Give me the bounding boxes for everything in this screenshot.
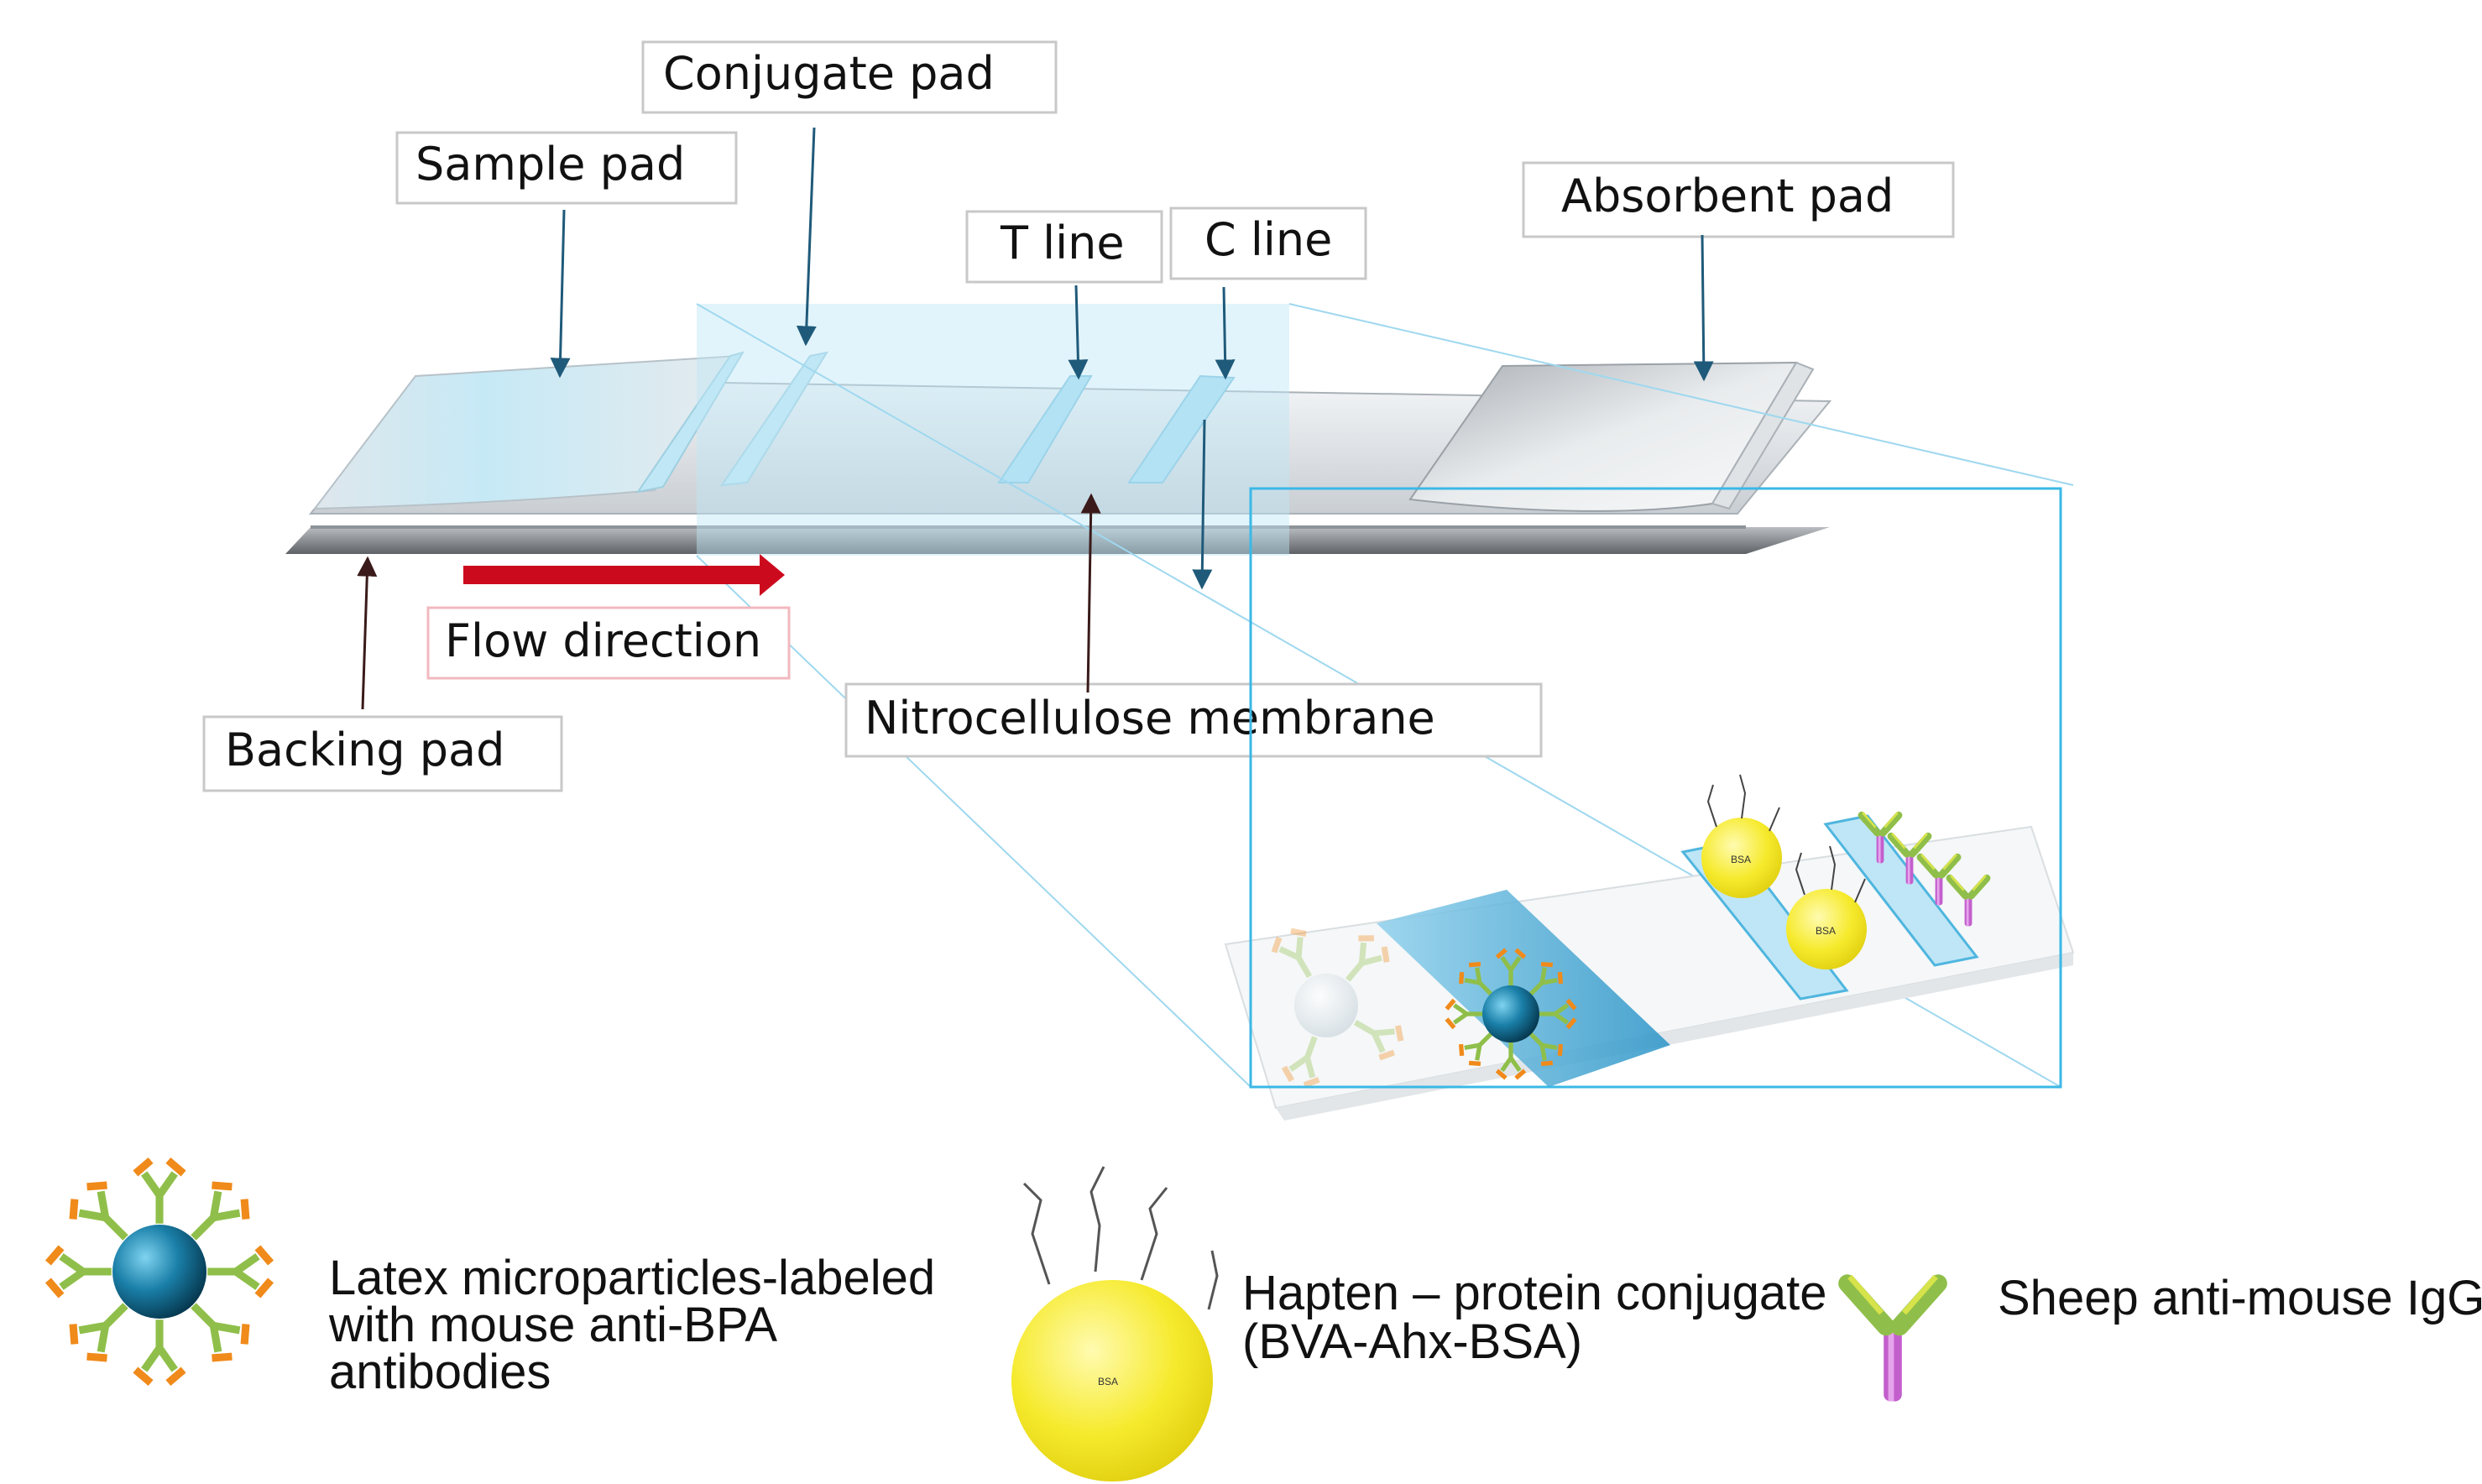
svg-text:Backing pad: Backing pad xyxy=(225,724,504,776)
svg-text:Sample pad: Sample pad xyxy=(415,138,685,191)
test-strip xyxy=(285,351,1832,554)
zoom-inset: BSA BSA xyxy=(1224,487,2075,1121)
svg-text:BSA: BSA xyxy=(1816,925,1836,937)
absorbent-pad-shape xyxy=(1408,361,1798,512)
svg-text:C line: C line xyxy=(1204,213,1332,266)
zoom-box xyxy=(1249,487,2062,1089)
sample-pad-label: Sample pad xyxy=(395,131,738,205)
svg-text:antibodies: antibodies xyxy=(329,1345,551,1399)
c-band xyxy=(1823,814,1979,967)
nitrocellulose-membrane-label: Nitrocellulose membrane xyxy=(844,682,1543,758)
inset-conjugate-ball-1: BSA xyxy=(1701,774,1782,898)
legend-sheep-icon xyxy=(1847,1277,1938,1402)
legend-latex-icon xyxy=(48,1160,270,1382)
legend-sheep-text: Sheep anti-mouse IgG xyxy=(1998,1271,2482,1325)
svg-text:Absorbent pad: Absorbent pad xyxy=(1561,170,1894,222)
sample-pad-shape xyxy=(312,354,740,510)
legend-latex-text: Latex microparticles-labeled with mouse … xyxy=(328,1251,935,1399)
svg-text:T line: T line xyxy=(1000,217,1125,269)
svg-text:Nitrocellulose membrane: Nitrocellulose membrane xyxy=(865,692,1435,745)
flow-direction-label: Flow direction xyxy=(426,606,791,680)
inset-latex-particle xyxy=(1447,950,1575,1079)
conjugate-pad-label: Conjugate pad xyxy=(641,40,1058,114)
inset-conjugate-ball-2: BSA xyxy=(1786,845,1867,969)
backing-pad-label: Backing pad xyxy=(202,715,563,792)
ghost-particle xyxy=(1294,974,1358,1037)
backing-pad-shape xyxy=(285,527,1830,554)
legend-conjugate-text: Hapten – protein conjugate (BVA-Ahx-BSA) xyxy=(1242,1266,1827,1369)
c-line-label: C line xyxy=(1169,206,1367,280)
svg-text:BSA: BSA xyxy=(1731,854,1751,865)
svg-text:(BVA-Ahx-BSA): (BVA-Ahx-BSA) xyxy=(1242,1314,1582,1369)
svg-text:Conjugate pad: Conjugate pad xyxy=(663,47,995,100)
svg-text:Hapten – protein conjugate: Hapten – protein conjugate xyxy=(1242,1266,1827,1320)
svg-text:with mouse anti-BPA: with mouse anti-BPA xyxy=(328,1298,777,1352)
absorbent-pad-label: Absorbent pad xyxy=(1522,161,1955,238)
legend-conjugate-icon: BSA xyxy=(1011,1166,1219,1481)
membrane-highlight xyxy=(697,304,1289,556)
t-line-shape xyxy=(997,375,1093,483)
svg-text:BSA: BSA xyxy=(1098,1376,1118,1387)
svg-text:Latex microparticles-labeled: Latex microparticles-labeled xyxy=(329,1251,935,1305)
t-line-label: T line xyxy=(965,210,1163,284)
flow-direction-arrow xyxy=(463,554,785,596)
svg-text:Flow direction: Flow direction xyxy=(445,614,761,667)
